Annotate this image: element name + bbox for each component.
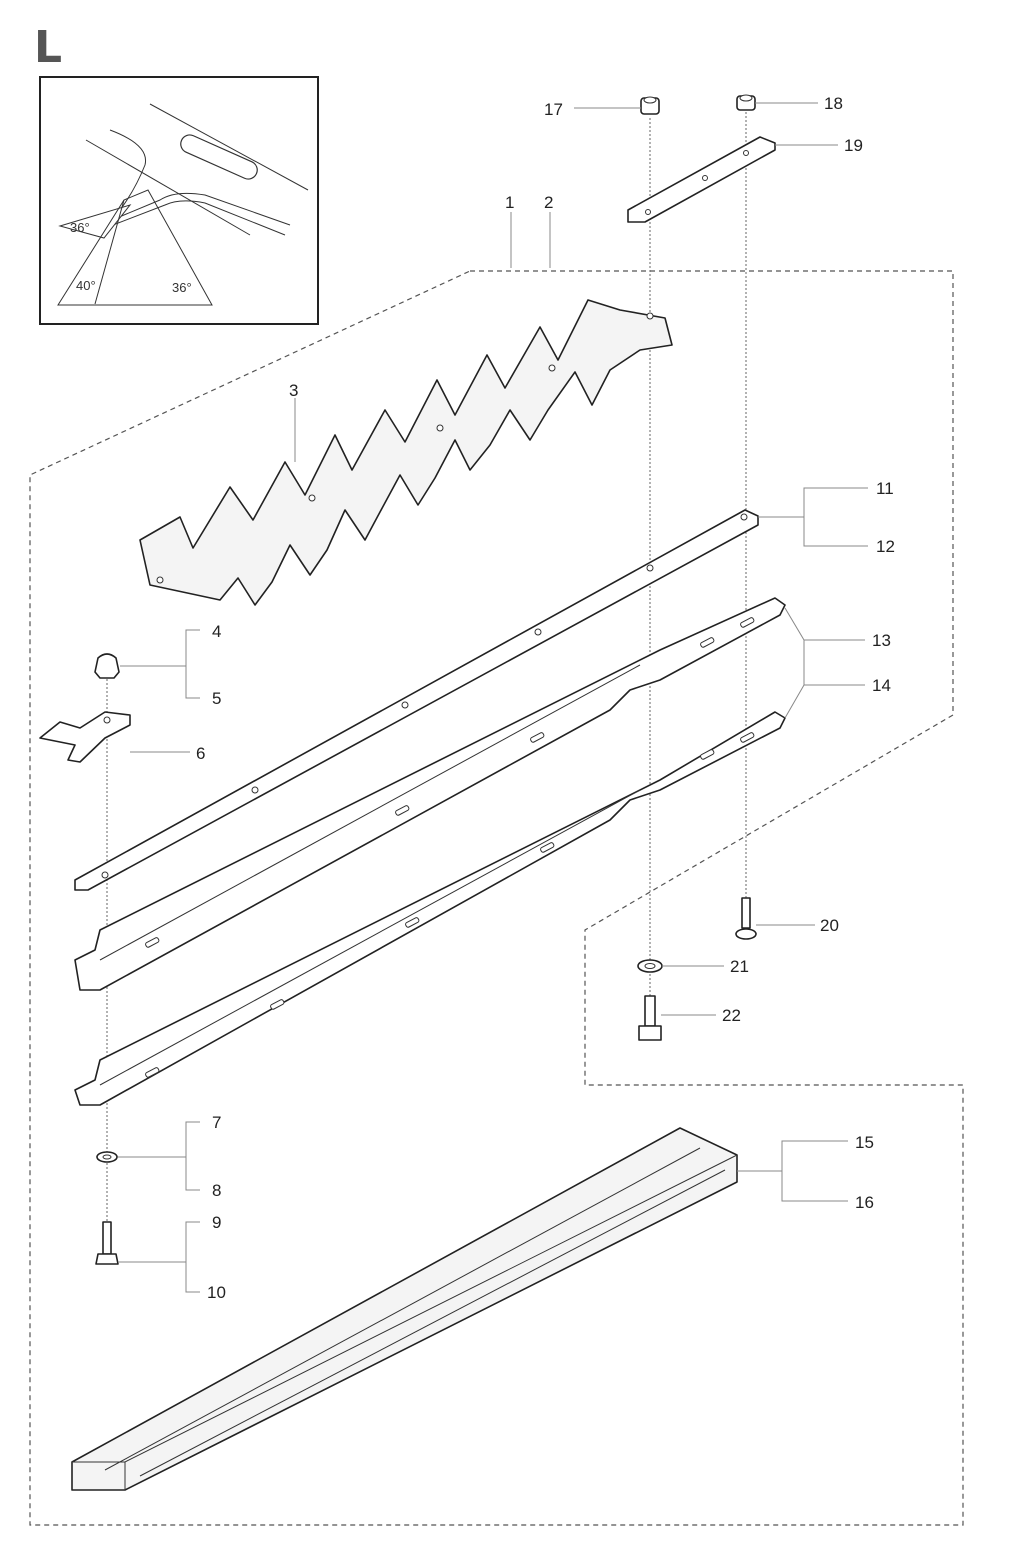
strap-plate <box>627 136 776 223</box>
label-19: 19 <box>844 136 863 155</box>
part-number-labels: 1 2 3 4 5 6 7 8 9 10 11 12 13 14 15 16 1… <box>196 94 895 1302</box>
angle-label-1: 36° <box>70 220 90 235</box>
section-letter: L <box>34 22 62 73</box>
label-6: 6 <box>196 744 205 763</box>
label-20: 20 <box>820 916 839 935</box>
leader-lines <box>118 102 868 1293</box>
assembly-boundary-upper <box>29 270 964 1526</box>
nut-17 <box>640 96 660 115</box>
cover-plate <box>139 299 673 606</box>
angle-label-2: 40° <box>76 278 96 293</box>
bracket <box>39 711 131 763</box>
label-17: 17 <box>544 100 563 119</box>
label-9: 9 <box>212 1213 221 1232</box>
label-5: 5 <box>212 689 221 708</box>
guide-bar <box>74 509 759 891</box>
label-21: 21 <box>730 957 749 976</box>
label-4: 4 <box>212 622 221 641</box>
label-10: 10 <box>207 1283 226 1302</box>
label-7: 7 <box>212 1113 221 1132</box>
label-11: 11 <box>876 479 894 498</box>
label-14: 14 <box>872 676 891 695</box>
cutting-blade-lower <box>74 711 786 1106</box>
label-2: 2 <box>544 193 553 212</box>
cap-nut <box>94 653 120 679</box>
label-16: 16 <box>855 1193 874 1212</box>
sharpening-angle-inset: 36° 40° 36° <box>39 76 319 325</box>
label-3: 3 <box>289 381 298 400</box>
angle-label-3: 36° <box>172 280 192 295</box>
label-22: 22 <box>722 1006 741 1025</box>
label-8: 8 <box>212 1181 221 1200</box>
label-1: 1 <box>505 193 514 212</box>
label-13: 13 <box>872 631 891 650</box>
label-18: 18 <box>824 94 843 113</box>
label-15: 15 <box>855 1133 874 1152</box>
blade-guard-rail <box>71 1127 738 1491</box>
bolt-22 <box>638 995 662 1041</box>
cutting-blade-upper <box>74 597 786 991</box>
nut-18 <box>736 94 756 111</box>
bolt-20 <box>735 897 757 940</box>
bolt-9 <box>95 1221 119 1265</box>
label-12: 12 <box>876 537 895 556</box>
